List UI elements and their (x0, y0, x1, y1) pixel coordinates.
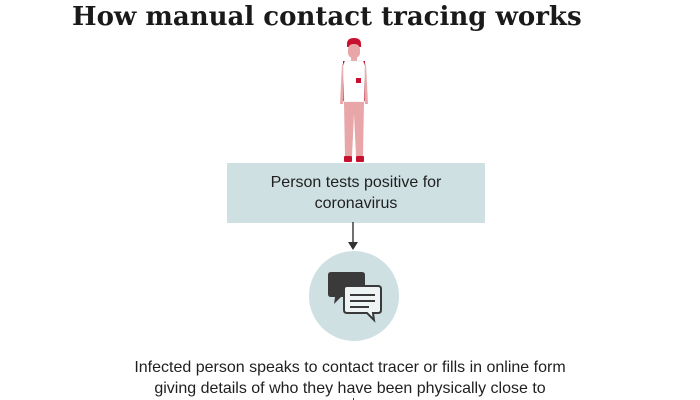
step-description: Infected person speaks to contact tracer… (100, 357, 600, 399)
step-box-tests-positive: Person tests positive for coronavirus (227, 163, 485, 223)
arrow-down-icon (348, 222, 358, 250)
step-box-line-1: Person tests positive for (270, 174, 442, 191)
step-description-line-1: Infected person speaks to contact tracer… (134, 359, 566, 376)
chat-bubbles-icon (328, 272, 382, 323)
step-description-line-2: giving details of who they have been phy… (154, 380, 546, 397)
step-box-line-2: coronavirus (314, 195, 398, 212)
chat-circle (309, 251, 399, 341)
page-title: How manual contact tracing works (72, 2, 582, 32)
next-arrow-stub (353, 398, 354, 400)
step-box-text: Person tests positive for coronavirus (271, 172, 442, 214)
person-icon (340, 38, 368, 162)
